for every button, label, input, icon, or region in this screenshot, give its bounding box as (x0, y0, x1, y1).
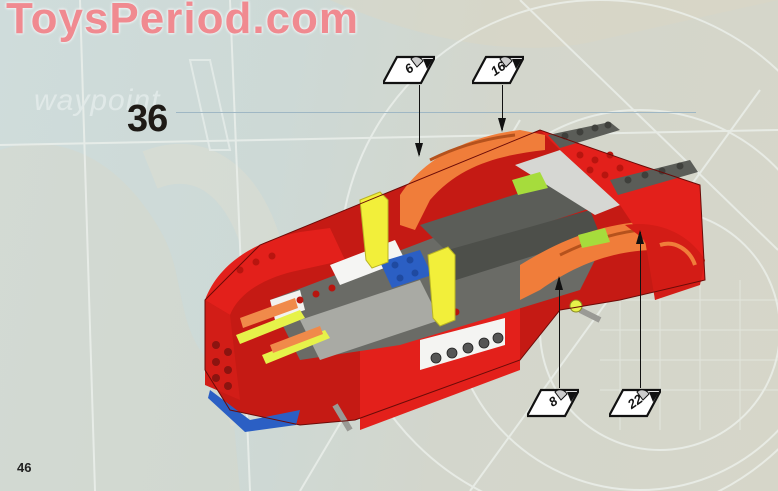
page-number: 46 (17, 460, 32, 475)
step-number: 36 (127, 98, 168, 140)
arrow-down-icon (498, 85, 506, 132)
callout-tag-6: 6 (383, 55, 435, 85)
callout-tag-16: 16 (472, 55, 524, 85)
tag-frame-icon (472, 55, 524, 85)
tag-frame-icon (383, 55, 435, 85)
tag-frame-icon (609, 388, 661, 418)
arrow-down-icon (415, 85, 423, 157)
watermark-text: ToysPeriod.com (6, 0, 360, 43)
tag-frame-icon (527, 388, 579, 418)
step-divider-line (176, 112, 696, 113)
arrow-up-icon (636, 230, 644, 388)
arrow-up-icon (555, 276, 563, 388)
callout-tag-22: 22 (609, 388, 661, 418)
callout-tag-8: 8 (527, 388, 579, 418)
background-waypoint-text: waypoint (34, 84, 161, 117)
